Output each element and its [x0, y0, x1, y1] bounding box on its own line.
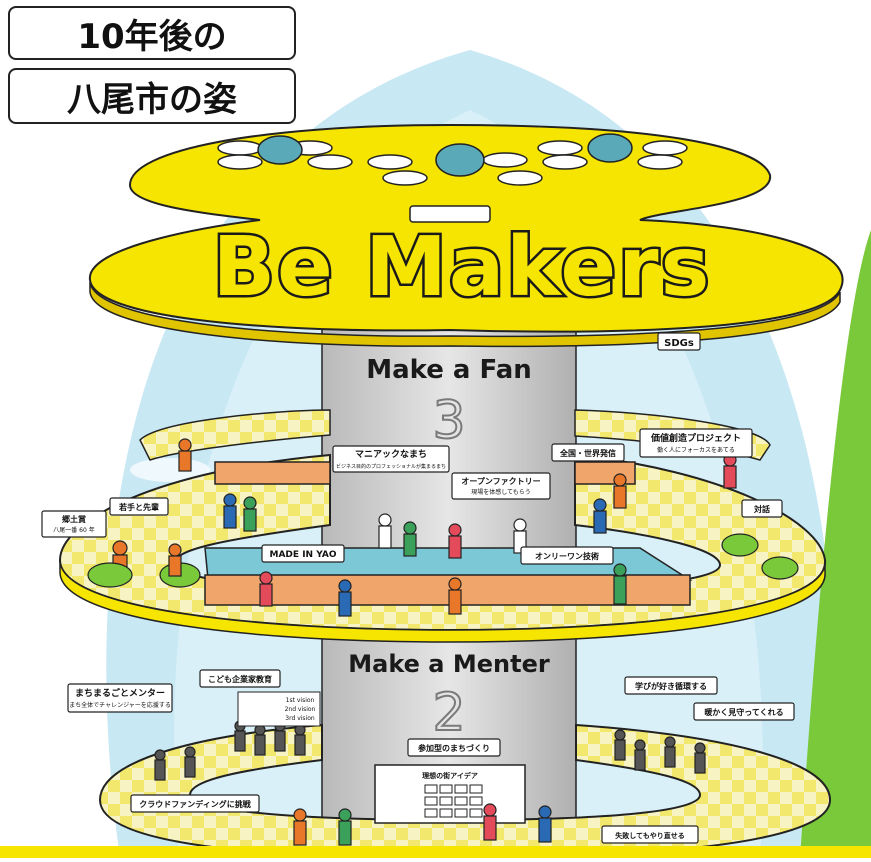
label-maniac: マニアックなまち: [355, 449, 427, 460]
label-failure-ok: 失敗してもやり直せる: [615, 831, 684, 840]
people-crowd: [87, 438, 799, 846]
label-maniac-sub: ビジネス目的のプロフェッショナルが集まるまち: [336, 463, 446, 470]
label-whole-town-sub: まち全体でチャレンジャーを応援する: [69, 701, 171, 709]
floor3-callouts: SDGs マニアックなまち ビジネス目的のプロフェッショナルが集まるまち オープ…: [41, 332, 783, 565]
label-global: 全国・世界発信: [559, 448, 616, 458]
title-line-2: 八尾市の姿: [8, 68, 296, 124]
title-line-1: 10年後の: [8, 6, 296, 60]
label-dialogue: 対話: [753, 504, 770, 514]
label-made-in-yao: MADE IN YAO: [270, 550, 337, 560]
label-watching: 暖かく見守ってくれる: [704, 707, 783, 717]
label-local-award: 郷土賞: [62, 514, 86, 524]
be-makers-text: Be Makers: [213, 220, 712, 315]
vision-line-1: 1st vision: [286, 697, 315, 704]
label-sdgs: SDGs: [664, 338, 694, 349]
label-participatory: 参加型のまちづくり: [417, 743, 490, 753]
vision-line-2: 2nd vision: [285, 706, 316, 713]
floor2-callouts: まちまるごとメンター まち全体でチャレンジャーを応援する こども企業家教育 1s…: [67, 669, 795, 844]
floor3-number: 3: [432, 391, 465, 451]
label-venture-sub: 働く人にフォーカスをあてる: [657, 446, 735, 454]
label-kids: こども企業家教育: [208, 674, 272, 684]
floor2-heading: Make a Menter: [348, 650, 550, 678]
vision-line-3: 3rd vision: [285, 715, 315, 722]
label-whole-town: まちまるごとメンター: [75, 687, 165, 699]
label-learning: 学びが好き循環する: [635, 681, 707, 691]
floor2-number: 2: [432, 683, 465, 743]
drones: [217, 133, 688, 186]
label-open-factory: オープンファクトリー: [461, 476, 540, 486]
label-local-award-sub: 八尾一番 60 年: [53, 526, 94, 534]
roof-deck: [88, 123, 844, 348]
label-only-one: オンリーワン技術: [535, 551, 599, 561]
label-venture: 価値創造プロジェクト: [650, 432, 741, 444]
floor3-heading: Make a Fan: [366, 355, 532, 385]
green-hill: [800, 230, 871, 858]
bottom-bar: [0, 846, 871, 858]
label-crowdfunding: クラウドファンディングに挑戦: [139, 799, 251, 809]
label-ideal-town: 理想の街アイデア: [422, 771, 478, 780]
label-open-factory-sub: 現場を体感してもらう: [471, 488, 531, 496]
label-youth: 若手と先輩: [118, 502, 159, 512]
